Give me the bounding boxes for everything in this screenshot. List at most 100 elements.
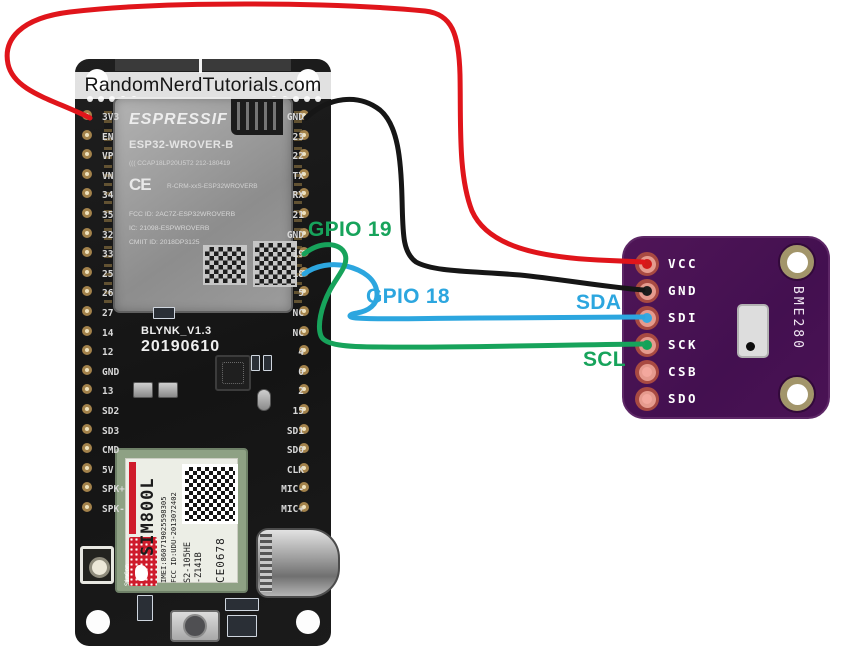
antenna-wire: [199, 59, 202, 73]
qr-code: [253, 241, 297, 287]
esp32-left-pin-5v[interactable]: [82, 462, 92, 473]
esp32-left-pin-spk-[interactable]: [82, 502, 92, 512]
smd-component: [263, 355, 272, 371]
esp32-right-pin-clk[interactable]: [299, 462, 309, 473]
bme280-pin-sdi[interactable]: [635, 306, 659, 330]
pin-label: 21: [292, 210, 304, 221]
pin-label: 23: [292, 131, 304, 143]
pin-label: 35: [102, 210, 114, 221]
bme280-pin-csb[interactable]: [635, 360, 659, 384]
espressif-logo: ESPRESSIF: [129, 111, 228, 128]
pin-label: RX: [292, 190, 304, 202]
esp32-left-pin-34[interactable]: [82, 188, 92, 199]
smd-component: [153, 307, 175, 319]
push-button[interactable]: [170, 610, 220, 642]
ic-chip: [215, 355, 251, 391]
pin-label: EN: [102, 131, 114, 143]
esp32-right-pin-15[interactable]: [299, 404, 309, 414]
pin-label: 27: [102, 308, 114, 319]
usb-c-connector: [256, 528, 340, 598]
smd-component: [137, 595, 153, 621]
bme280-pin-vcc[interactable]: [635, 252, 659, 276]
esp32-right-pin-sd1[interactable]: [299, 423, 309, 434]
board-date: 20190610: [141, 338, 221, 355]
pin-label: 32: [102, 229, 114, 241]
esp32-left-pin-13[interactable]: [82, 384, 92, 395]
esp32-wrover-module: ESPRESSIF ESP32-WROVER-B ((( CCAP18LP20U…: [113, 97, 297, 313]
sda-label: SDA: [576, 291, 622, 314]
sim800l-label: SimCom SIM800L IMEI:860719025598305 FCC …: [124, 458, 238, 586]
simcom-red-bar: [129, 462, 136, 534]
esp32-right-pin-2[interactable]: [299, 384, 309, 395]
bme280-pin-label: GND: [668, 283, 699, 298]
mounting-hole: [296, 610, 320, 634]
sim-part-number: S2-105HE: [183, 542, 193, 583]
pin-label: 25: [102, 268, 114, 280]
pin-label: SD2: [102, 406, 120, 417]
esp32-left-pin-14[interactable]: [82, 325, 92, 336]
pin-label: 5: [298, 288, 304, 300]
smd-cluster: [227, 615, 257, 637]
sim-model-text: SIM800L: [138, 477, 158, 556]
battery-connector: [115, 59, 291, 71]
pin-label: 15: [292, 406, 304, 417]
pin-label: TX: [292, 170, 304, 182]
bme280-pin-label: SDO: [668, 391, 699, 406]
esp32-left-pin-12[interactable]: [82, 345, 92, 356]
esp32-left-pin-cmd[interactable]: [82, 443, 92, 454]
ic-id: IC: 21098-ESPWROVERB: [129, 225, 210, 232]
pin-label: 26: [102, 288, 114, 300]
pin-label: SD1: [286, 425, 304, 437]
capacitor: [133, 382, 153, 398]
sim-imei-text: IMEI:860719025598305: [159, 496, 168, 583]
bme280-pin-label: VCC: [668, 256, 699, 271]
simcom-logo-mark: [135, 565, 148, 581]
bme280-pin-gnd[interactable]: [635, 279, 659, 303]
resistor-row: [225, 598, 259, 611]
esp32-left-pin-spk+[interactable]: [82, 482, 92, 493]
pin-label: 4: [298, 347, 304, 359]
pin-label: SPK-: [102, 504, 125, 515]
bme280-silkscreen: BME280: [790, 286, 805, 351]
esp32-left-pin-gnd[interactable]: [82, 364, 92, 375]
pin-label: 2: [298, 386, 304, 398]
esp32-right-pin-0[interactable]: [299, 364, 309, 375]
mounting-hole: [778, 375, 816, 413]
esp32-left-pin-vp[interactable]: [82, 149, 92, 160]
esp32-left-pin-32[interactable]: [82, 227, 92, 238]
pin-label: CLK: [286, 464, 304, 476]
pin-label: 33: [102, 249, 114, 261]
esp32-left-pin-27[interactable]: [82, 306, 92, 316]
mounting-hole: [86, 610, 110, 634]
esp32-left-pin-en[interactable]: [82, 129, 92, 140]
module-model: ESP32-WROVER-B: [129, 139, 234, 151]
esp32-right-pin-mic-[interactable]: [299, 482, 309, 493]
gpio18-label: GPIO 18: [366, 285, 450, 308]
pin-label: 0: [298, 366, 304, 378]
esp32-left-pin-sd3[interactable]: [82, 423, 92, 434]
esp32-left-pin-sd2[interactable]: [82, 404, 92, 414]
bme280-pin-sck[interactable]: [635, 333, 659, 357]
esp32-left-pin-26[interactable]: [82, 286, 92, 297]
esp32-left-pin-vn[interactable]: [82, 168, 92, 179]
pin-label: 13: [102, 386, 114, 398]
esp32-left-pin-25[interactable]: [82, 266, 92, 277]
bme280-pin-sdo[interactable]: [635, 387, 659, 411]
gpio19-label: GPIO 19: [308, 218, 392, 241]
esp32-right-pin-mic+[interactable]: [299, 502, 309, 512]
pin-label: VP: [102, 151, 114, 163]
cmiit-id: CMIIT ID: 2018DP3125: [129, 239, 200, 246]
bme280-sensor-chip: [737, 304, 769, 358]
watermark: RandomNerdTutorials.com: [75, 72, 331, 99]
esp32-right-pin-sd0[interactable]: [299, 443, 309, 454]
pin-label: SD3: [102, 425, 120, 437]
esp32-left-pin-33[interactable]: [82, 247, 92, 258]
pin-label: 5V: [102, 464, 114, 476]
pin-label: CMD: [102, 445, 120, 457]
esp32-left-pin-3v3[interactable]: [82, 110, 92, 120]
board-version: BLYNK_V1.3: [141, 325, 212, 337]
fcc-id: FCC ID: 2AC7Z-ESP32WROVERB: [129, 211, 236, 218]
esp32-left-pin-35[interactable]: [82, 208, 92, 218]
qr-code: [203, 245, 247, 285]
